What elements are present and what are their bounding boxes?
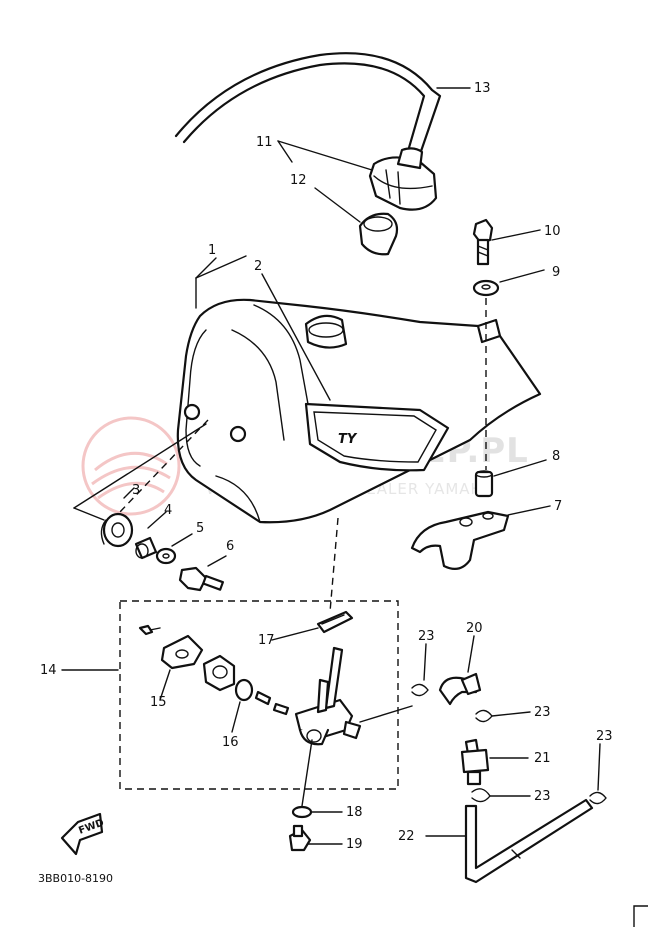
fuel-hose-22	[464, 798, 594, 884]
bolt-6	[178, 566, 225, 592]
label-22: 22	[398, 829, 415, 844]
label-23-b: 23	[534, 705, 551, 720]
o-ring-16	[234, 678, 254, 702]
watermark-logo	[81, 416, 181, 516]
label-21: 21	[534, 751, 551, 766]
washer-18	[291, 805, 313, 819]
label-1: 1	[208, 243, 216, 258]
breather-hose	[174, 52, 442, 162]
label-16: 16	[222, 735, 239, 750]
spring	[254, 690, 272, 706]
drawing-code: 3BB010-8190	[38, 872, 113, 885]
screw-19	[288, 824, 312, 852]
label-6: 6	[226, 539, 234, 554]
label-7: 7	[554, 499, 562, 514]
label-13: 13	[474, 81, 491, 96]
cap-gasket	[358, 212, 399, 256]
label-8: 8	[552, 449, 560, 464]
mounting-bolt-10	[472, 218, 494, 266]
fuel-filter-21	[460, 738, 490, 786]
bracket-7	[410, 510, 510, 571]
cock-lever-part	[202, 654, 236, 692]
label-15: 15	[150, 695, 167, 710]
damper-3	[100, 512, 134, 548]
hose-clip-23b	[475, 709, 493, 723]
label-4: 4	[164, 503, 172, 518]
label-18: 18	[346, 805, 363, 820]
fuel-cap	[368, 147, 438, 211]
label-9: 9	[552, 265, 560, 280]
hose-clip-23d	[589, 791, 607, 805]
hose-elbow-20	[438, 672, 482, 706]
collar-4	[134, 536, 158, 560]
label-10: 10	[544, 224, 561, 239]
label-5: 5	[196, 521, 204, 536]
label-3: 3	[132, 483, 140, 498]
hose-clip-23a	[411, 683, 429, 697]
label-19: 19	[346, 837, 363, 852]
label-14: 14	[40, 663, 57, 678]
fuel-cock	[294, 646, 362, 746]
screw	[272, 702, 290, 716]
label-12: 12	[290, 173, 307, 188]
fwd-arrow-icon	[60, 812, 104, 856]
fuel-cock-assembly-box	[119, 600, 399, 790]
tank-logo-text: TY	[338, 432, 358, 447]
gasket-17	[316, 610, 354, 634]
corner-mark	[633, 905, 648, 927]
hose-clip-23c	[471, 788, 491, 803]
washer-9	[472, 279, 500, 297]
collar-8	[474, 470, 494, 498]
label-2: 2	[254, 259, 262, 274]
label-23-a: 23	[418, 629, 435, 644]
label-11: 11	[256, 135, 273, 150]
lever-plate-15	[138, 624, 204, 670]
washer-5	[155, 547, 177, 565]
label-23-c: 23	[534, 789, 551, 804]
label-17: 17	[258, 633, 275, 648]
label-20: 20	[466, 621, 483, 636]
part-labels: 1 2 3 4 5 6 7 8 9 10 11 12 13 14 15 16 1…	[40, 81, 613, 852]
label-23-d: 23	[596, 729, 613, 744]
